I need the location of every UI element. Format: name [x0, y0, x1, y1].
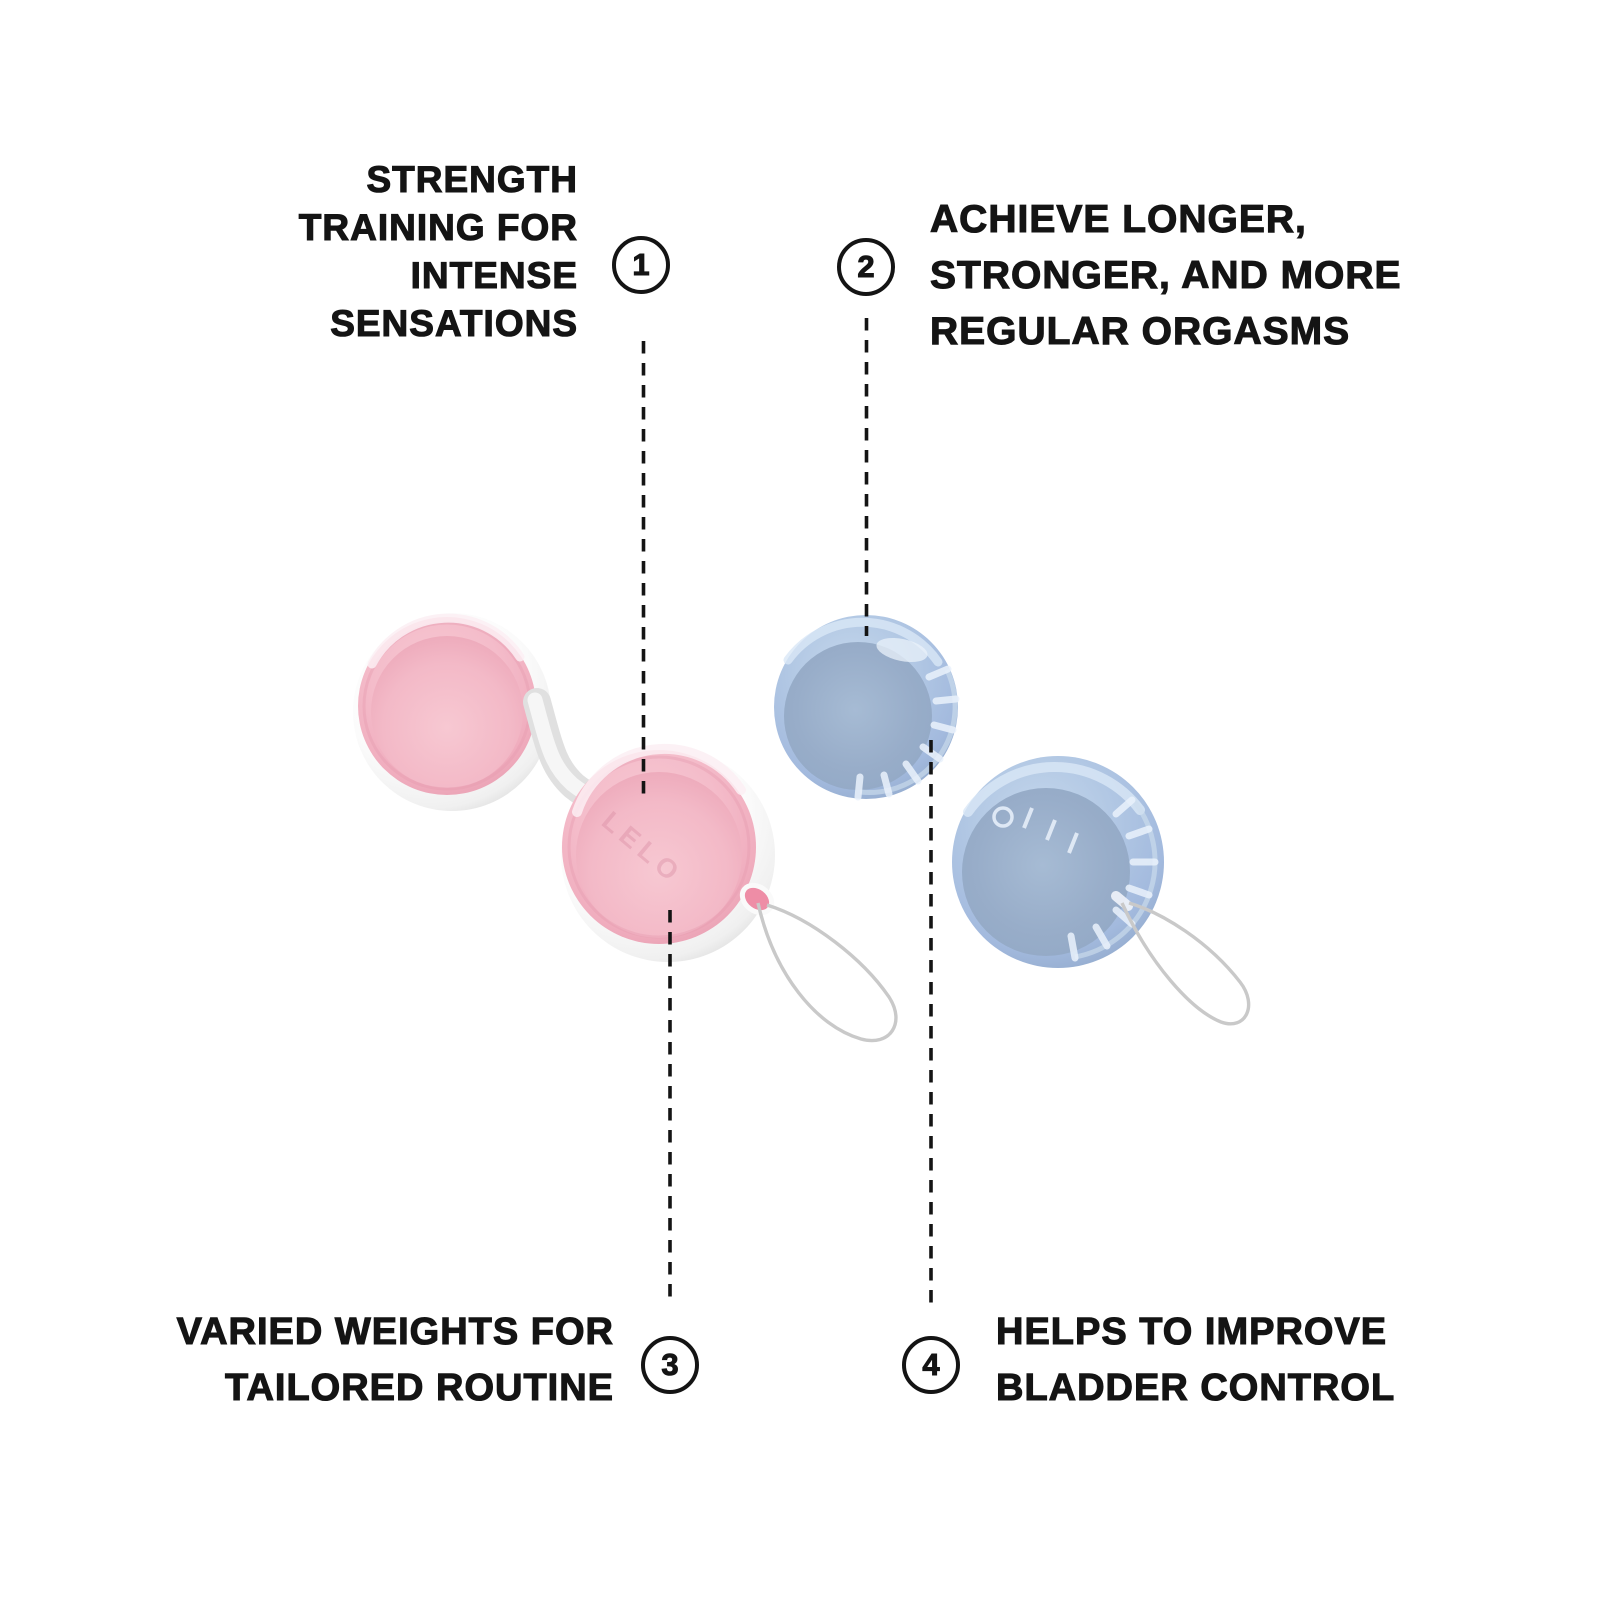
callout-badge-2: 2	[837, 238, 895, 296]
weight-markings	[992, 806, 1079, 854]
pink-bead-right: LELO	[561, 743, 775, 962]
pink-bead-left	[353, 613, 551, 811]
callout-line: BLADDER CONTROL	[995, 1366, 1396, 1409]
callout-badge-4: 4	[902, 1336, 960, 1394]
callout-line: SENSATIONS	[330, 302, 578, 344]
retrieval-cord-blue	[1120, 901, 1251, 1026]
retrieval-cord-pink	[756, 902, 898, 1043]
blue-bead-right	[952, 756, 1164, 968]
callout-text-1: STRENGTH TRAINING FOR INTENSE SENSATIONS	[80, 156, 578, 348]
callout-line: TAILORED ROUTINE	[224, 1366, 614, 1409]
leader-lines	[641, 318, 933, 1304]
callout-line: VARIED WEIGHTS FOR	[176, 1310, 614, 1353]
callout-line: REGULAR ORGASMS	[929, 309, 1351, 353]
callout-text-2: ACHIEVE LONGER, STRONGER, AND MORE REGUL…	[929, 192, 1470, 360]
callout-badge-3: 3	[641, 1336, 699, 1394]
callout-line: INTENSE	[410, 254, 578, 296]
callout-text-4: HELPS TO IMPROVE BLADDER CONTROL	[995, 1304, 1476, 1416]
blue-bead-left	[774, 615, 960, 801]
callout-line: HELPS TO IMPROVE	[995, 1310, 1388, 1353]
callout-line: STRENGTH	[366, 158, 578, 200]
callout-text-3: VARIED WEIGHTS FOR TAILORED ROUTINE	[116, 1304, 614, 1416]
pink-bead-pair: LELO	[353, 613, 898, 1043]
callout-badge-1: 1	[612, 236, 670, 294]
blue-bead-pair	[774, 615, 1251, 1026]
callout-line: TRAINING FOR	[298, 206, 578, 248]
shell-ribs	[854, 665, 960, 801]
callout-line: ACHIEVE LONGER,	[929, 197, 1307, 241]
callout-line: STRONGER, AND MORE	[929, 253, 1402, 297]
cord-hole	[739, 882, 775, 916]
